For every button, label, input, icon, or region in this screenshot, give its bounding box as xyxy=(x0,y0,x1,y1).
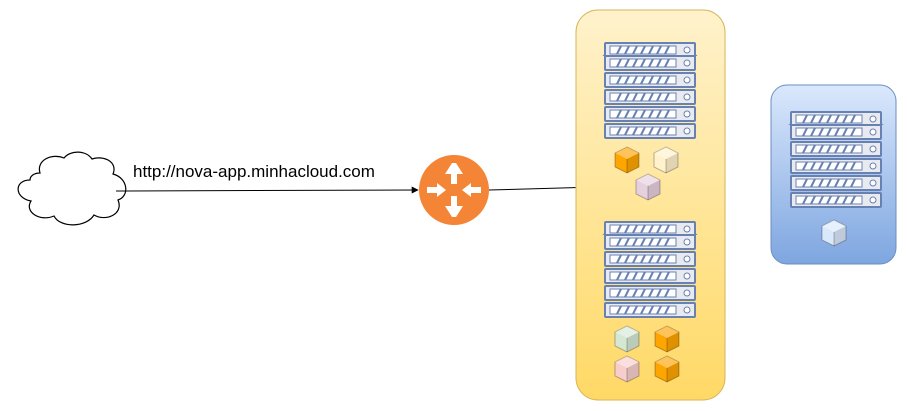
container-cube-icon xyxy=(821,219,847,247)
server-rack-icon xyxy=(790,111,882,208)
container-cube-icon xyxy=(614,325,640,353)
router-icon xyxy=(419,155,489,225)
container-cube-icon xyxy=(654,355,680,383)
container-cube-icon xyxy=(614,355,640,383)
container-cube-icon xyxy=(653,146,679,174)
container-cube-icon xyxy=(654,325,680,353)
server-rack-icon xyxy=(604,221,696,318)
server-pool-group xyxy=(575,9,726,401)
container-cube-icon xyxy=(614,146,640,174)
standby-server-group xyxy=(770,84,897,265)
server-rack-icon xyxy=(604,42,696,139)
internet-to-router-connector xyxy=(115,186,419,194)
internet-cloud-icon xyxy=(17,151,127,226)
container-cube-icon-target xyxy=(635,173,661,201)
url-label: http://nova-app.minhacloud.com xyxy=(133,162,375,181)
